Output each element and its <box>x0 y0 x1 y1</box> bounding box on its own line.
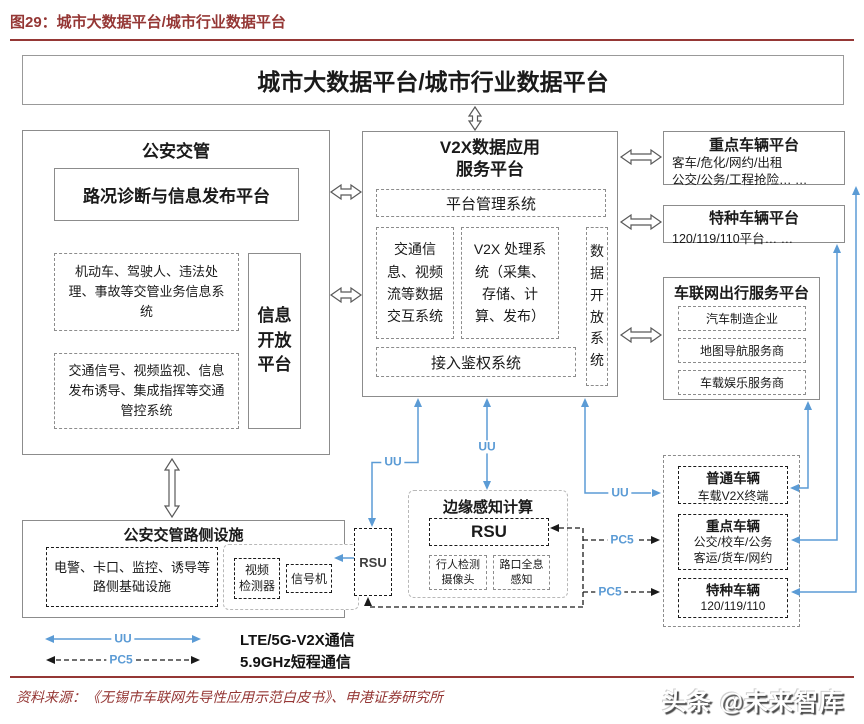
v2x-title: V2X数据应用 服务平台 <box>439 138 541 180</box>
traffic-business-systems: 机动车、驾驶人、违法处理、事故等交管业务信息系统 <box>54 253 239 331</box>
bottom-rule <box>10 676 854 678</box>
rsu-unit-box: RSU <box>354 528 392 596</box>
edge-computing-title: 边缘感知计算 <box>442 499 533 516</box>
banner-title: 城市大数据平台/城市行业数据平台 <box>257 69 609 95</box>
police-title: 公安交管 <box>142 142 210 161</box>
watermark: 头条 @未来智库 <box>662 689 845 716</box>
police-box: 公安交管 路况诊断与信息发布平台 机动车、驾驶人、违法处理、事故等交管业务信息系… <box>22 130 330 455</box>
v2x-box: V2X数据应用 服务平台 平台管理系统 交通信息、视频流等数据交互系统 V2X … <box>362 131 618 397</box>
key-vehicle-desc: 公交/校车/公务 客运/货车/网约 <box>693 535 773 565</box>
legend-uu-label: UU <box>111 632 135 646</box>
banner-box: 城市大数据平台/城市行业数据平台 <box>22 55 844 105</box>
special-vehicle-platform-box: 特种车辆平台 120/119/110平台… … <box>663 205 845 246</box>
special-vehicle-platform-title: 特种车辆平台 <box>708 210 799 227</box>
key-vehicle-box: 重点车辆 公交/校车/公务 客运/货车/网约 <box>678 514 788 570</box>
road-diagnosis-platform: 路况诊断与信息发布平台 <box>54 168 299 221</box>
uu-label-1: UU <box>381 455 405 469</box>
platform-mgmt-system: 平台管理系统 <box>376 189 606 217</box>
signal-machine-box: 信号机 <box>286 564 332 593</box>
figure-caption: 图29：城市大数据平台/城市行业数据平台 <box>10 14 286 31</box>
normal-vehicle-box: 普通车辆 车载V2X终端 <box>678 466 788 504</box>
source-note: 资料来源：《无锡市车联网先导性应用示范白皮书》、申港证券研究所 <box>16 691 443 706</box>
key-vehicle-platform-box: 重点车辆平台 客车/危化/网约/出租 公交/公务/工程抢险… … <box>663 131 845 187</box>
video-detector-box: 视频 检测器 <box>234 558 280 599</box>
special-vehicle-title: 特种车辆 <box>706 583 760 598</box>
pedestrian-camera-box: 行人检测 摄像头 <box>429 555 487 590</box>
special-vehicle-platform-desc: 120/119/110平台… … <box>672 232 794 246</box>
data-exchange-system: 交通信息、视频流等数据交互系统 <box>376 227 454 339</box>
special-vehicle-box: 特种车辆 120/119/110 <box>678 578 788 618</box>
vehicles-group: 普通车辆 车载V2X终端 重点车辆 公交/校车/公务 客运/货车/网约 特种车辆… <box>663 455 800 627</box>
normal-vehicle-title: 普通车辆 <box>706 471 760 486</box>
edge-computing-box: 边缘感知计算 RSU 行人检测 摄像头 路口全息 感知 <box>408 490 568 598</box>
roadside-title: 公安交管路侧设施 <box>123 527 244 544</box>
data-open-system: 数据开放系统 <box>586 227 608 386</box>
pc5-label-1: PC5 <box>607 533 637 547</box>
normal-vehicle-desc: 车载V2X终端 <box>697 489 769 503</box>
edge-rsu-box: RSU <box>429 518 549 546</box>
ivi-provider-item: 车载娱乐服务商 <box>678 370 806 395</box>
legend-pc5-label: PC5 <box>106 653 136 667</box>
uu-label-2: UU <box>475 440 499 454</box>
key-vehicle-platform-title: 重点车辆平台 <box>708 137 799 154</box>
traffic-control-systems: 交通信号、视频监视、信息发布诱导、集成指挥等交通管控系统 <box>54 353 239 429</box>
holographic-sensing-box: 路口全息 感知 <box>493 555 550 590</box>
iov-travel-platform-box: 车联网出行服务平台 汽车制造企业 地图导航服务商 车载娱乐服务商 <box>663 277 820 400</box>
special-vehicle-desc: 120/119/110 <box>700 599 766 613</box>
key-vehicle-platform-desc: 客车/危化/网约/出租 公交/公务/工程抢险… … <box>672 156 808 187</box>
v2x-process-system: V2X 处理系统（采集、存储、计算、发布） <box>461 227 559 339</box>
roadside-box: 公安交管路侧设施 电警、卡口、监控、诱导等 路侧基础设施 视频 检测器 信号机 <box>22 520 359 618</box>
iov-travel-platform-title: 车联网出行服务平台 <box>673 285 809 302</box>
top-rule <box>10 39 854 41</box>
key-vehicle-title: 重点车辆 <box>706 519 760 534</box>
roadside-infrastructure: 电警、卡口、监控、诱导等 路侧基础设施 <box>46 547 218 607</box>
roadside-devices-group: 视频 检测器 信号机 <box>223 544 359 610</box>
info-open-platform: 信息 开放 平台 <box>248 253 301 429</box>
map-nav-provider-item: 地图导航服务商 <box>678 338 806 363</box>
legend-uu-desc: LTE/5G-V2X通信 <box>240 632 355 649</box>
access-auth-system: 接入鉴权系统 <box>376 347 576 377</box>
auto-manufacturer-item: 汽车制造企业 <box>678 306 806 331</box>
pc5-label-2: PC5 <box>595 585 625 599</box>
uu-label-3: UU <box>608 486 632 500</box>
legend-pc5-desc: 5.9GHz短程通信 <box>240 654 351 671</box>
